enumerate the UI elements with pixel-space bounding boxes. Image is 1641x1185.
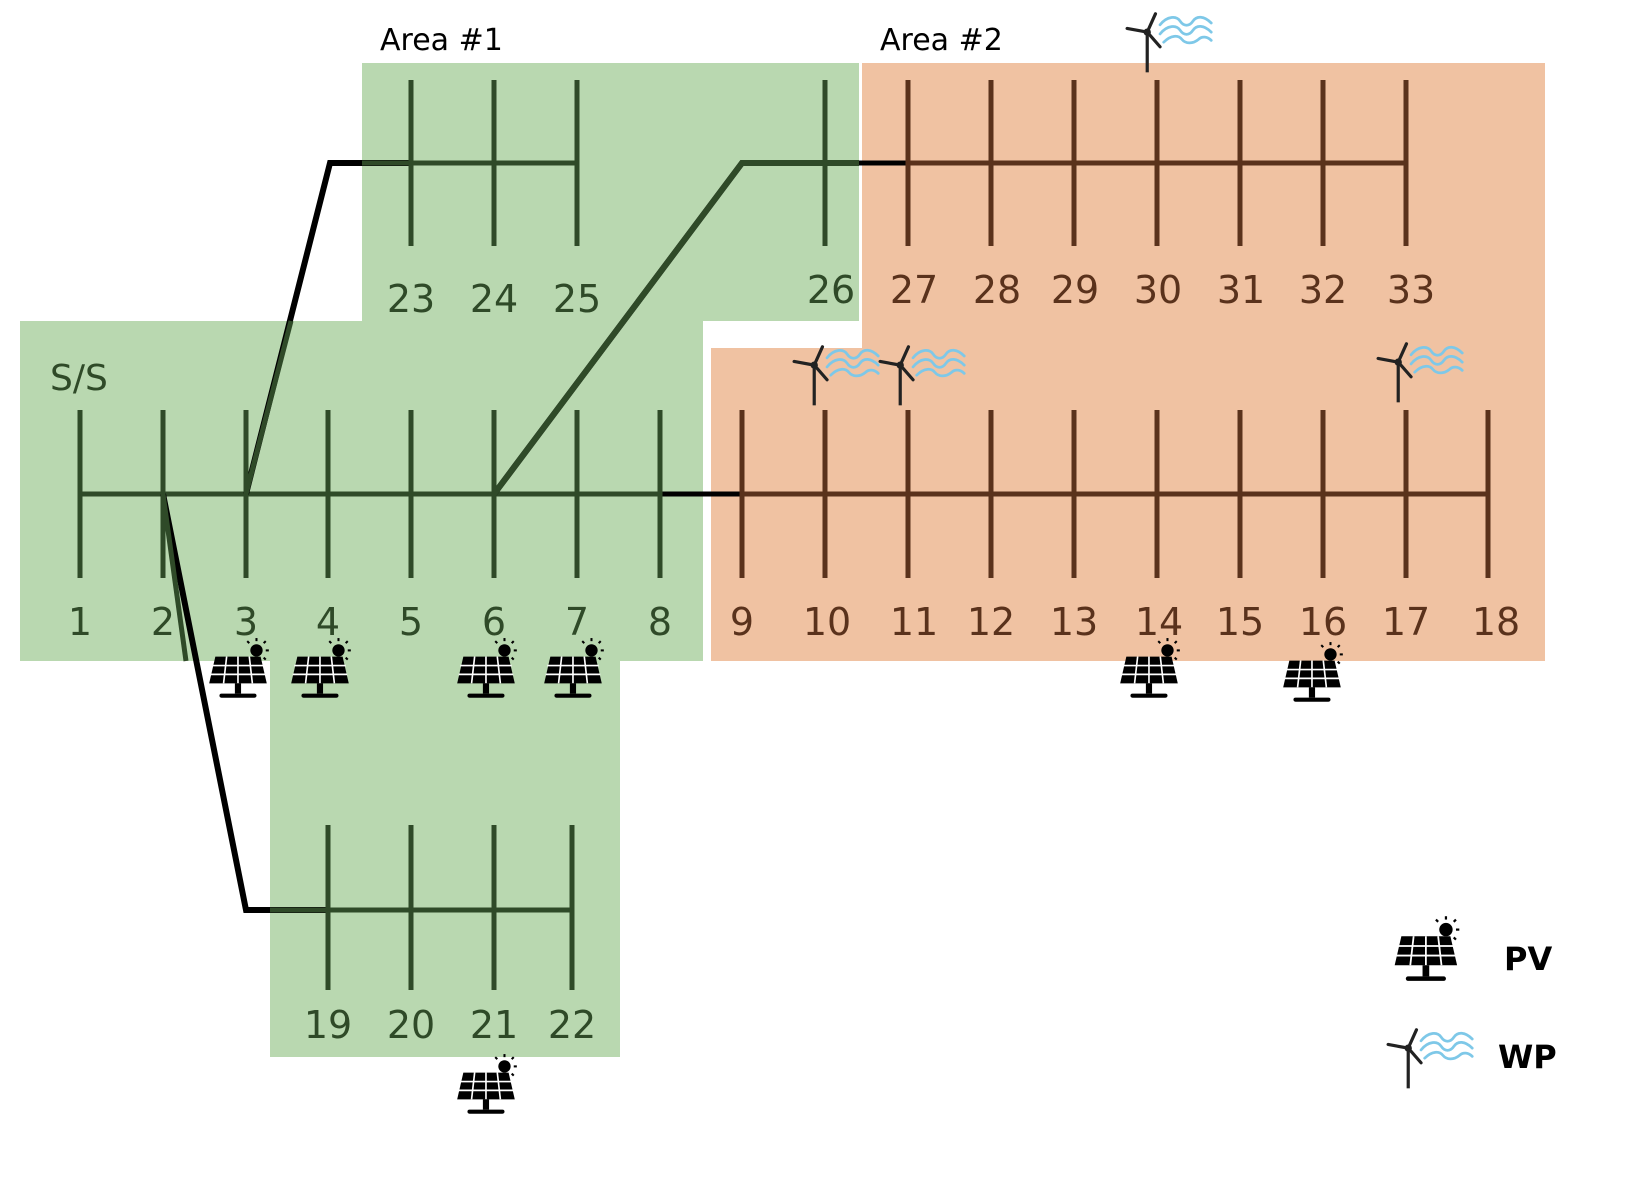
bus-label-11: 11: [890, 600, 938, 644]
bus-label-22: 22: [548, 1003, 596, 1047]
bus-label-13: 13: [1050, 600, 1098, 644]
legend-wind-turbine-icon: [1386, 1028, 1474, 1091]
feeder-line-3-23-inarea: [243, 320, 294, 495]
substation-label: S/S: [50, 358, 108, 399]
bus-label-14: 14: [1135, 600, 1183, 644]
bus-label-5: 5: [399, 600, 423, 644]
bus-label-19: 19: [304, 1003, 352, 1047]
bus-label-18: 18: [1472, 600, 1520, 644]
legend: PV WP: [1386, 915, 1557, 1091]
area-titles: Area #1 Area #2 S/S: [50, 23, 1003, 399]
bus-label-24: 24: [470, 277, 518, 321]
bus-label-8: 8: [648, 600, 672, 644]
bus-label-21: 21: [470, 1003, 518, 1047]
bus-label-25: 25: [553, 277, 601, 321]
bus-label-23: 23: [387, 277, 435, 321]
bus-label-1: 1: [68, 600, 92, 644]
area1-region-lateral: [270, 661, 620, 1057]
bus-label-9: 9: [730, 600, 754, 644]
bus-label-29: 29: [1051, 268, 1099, 312]
legend-wp-label: WP: [1498, 1038, 1557, 1076]
bus-label-33: 33: [1387, 268, 1435, 312]
area2-region-top: [862, 63, 1545, 348]
bus-label-30: 30: [1134, 268, 1182, 312]
legend-solar-panel-icon: [1393, 915, 1461, 982]
bus-label-27: 27: [890, 268, 938, 312]
bus-label-31: 31: [1217, 268, 1265, 312]
solar-panel-icon-bus-21: [456, 1053, 518, 1115]
legend-pv-label: PV: [1504, 940, 1552, 978]
bus-label-6: 6: [482, 600, 506, 644]
bus-label-15: 15: [1216, 600, 1264, 644]
bus-label-32: 32: [1299, 268, 1347, 312]
area1-title: Area #1: [380, 23, 503, 58]
bus-label-2: 2: [151, 600, 175, 644]
bus-label-12: 12: [967, 600, 1015, 644]
area2-title: Area #2: [880, 23, 1003, 58]
area1-region-main: [20, 321, 703, 661]
area-regions: [20, 63, 1545, 1057]
feeder-line-2-19-inarea: [160, 493, 189, 662]
bus-label-10: 10: [803, 600, 851, 644]
bus-label-20: 20: [387, 1003, 435, 1047]
bus-label-16: 16: [1299, 600, 1347, 644]
bus-label-3: 3: [234, 600, 258, 644]
feeder-line-6-26-inarea: [491, 160, 859, 496]
bus-label-26: 26: [807, 268, 855, 312]
area1-region-top: [362, 63, 859, 321]
bus-label-4: 4: [316, 600, 340, 644]
feeder-lines: [80, 160, 1488, 913]
bus-label-17: 17: [1382, 600, 1430, 644]
bus-label-28: 28: [973, 268, 1021, 312]
bus-label-7: 7: [565, 600, 589, 644]
